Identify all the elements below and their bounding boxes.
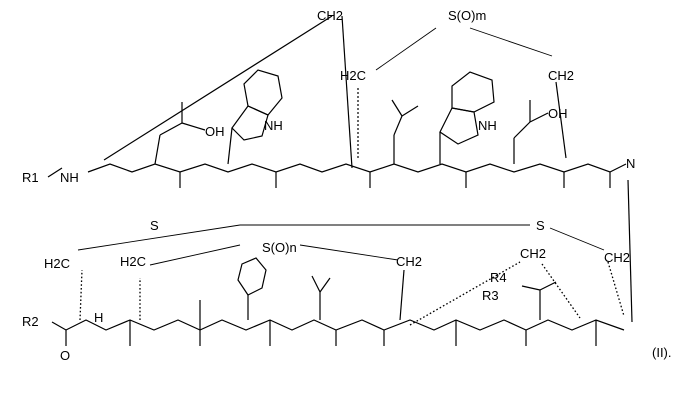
r1-label: R1 — [22, 170, 39, 185]
oh-label-1: OH — [205, 124, 225, 139]
indole-nh-label-2: NH — [478, 118, 497, 133]
o-label: O — [60, 348, 70, 363]
top-backbone — [48, 164, 626, 188]
ch2-topright-label: CH2 — [548, 68, 574, 83]
compound-label: (II). — [652, 345, 672, 360]
nh-label: NH — [60, 170, 79, 185]
top-bridges — [104, 12, 566, 168]
h2c-top-label: H2C — [340, 68, 366, 83]
s-on-label: S(O)n — [262, 240, 297, 255]
h-label: H — [94, 310, 103, 325]
h2c-bl2-label: H2C — [120, 254, 146, 269]
asp-side-chain — [150, 102, 205, 164]
ch2-bm-label: CH2 — [396, 254, 422, 269]
r3-label: R3 — [482, 288, 499, 303]
leu-side-chain-top — [392, 100, 418, 164]
trp-side-chain-1 — [228, 70, 282, 164]
oh-label-2: OH — [548, 106, 568, 121]
ch2-br-label: CH2 — [604, 250, 630, 265]
s-left-label: S — [150, 218, 159, 233]
r2-label: R2 — [22, 314, 39, 329]
r4-label: R4 — [490, 270, 507, 285]
ch2-top-label: CH2 — [317, 8, 343, 23]
ch2-bdash-label: CH2 — [520, 246, 546, 261]
n-label: N — [626, 156, 635, 171]
bottom-side-chains — [78, 225, 624, 330]
indole-nh-label-1: NH — [264, 118, 283, 133]
glu-side-chain — [514, 100, 548, 164]
s-right-label: S — [536, 218, 545, 233]
h2c-bl-label: H2C — [44, 256, 70, 271]
s-om-label: S(O)m — [448, 8, 486, 23]
